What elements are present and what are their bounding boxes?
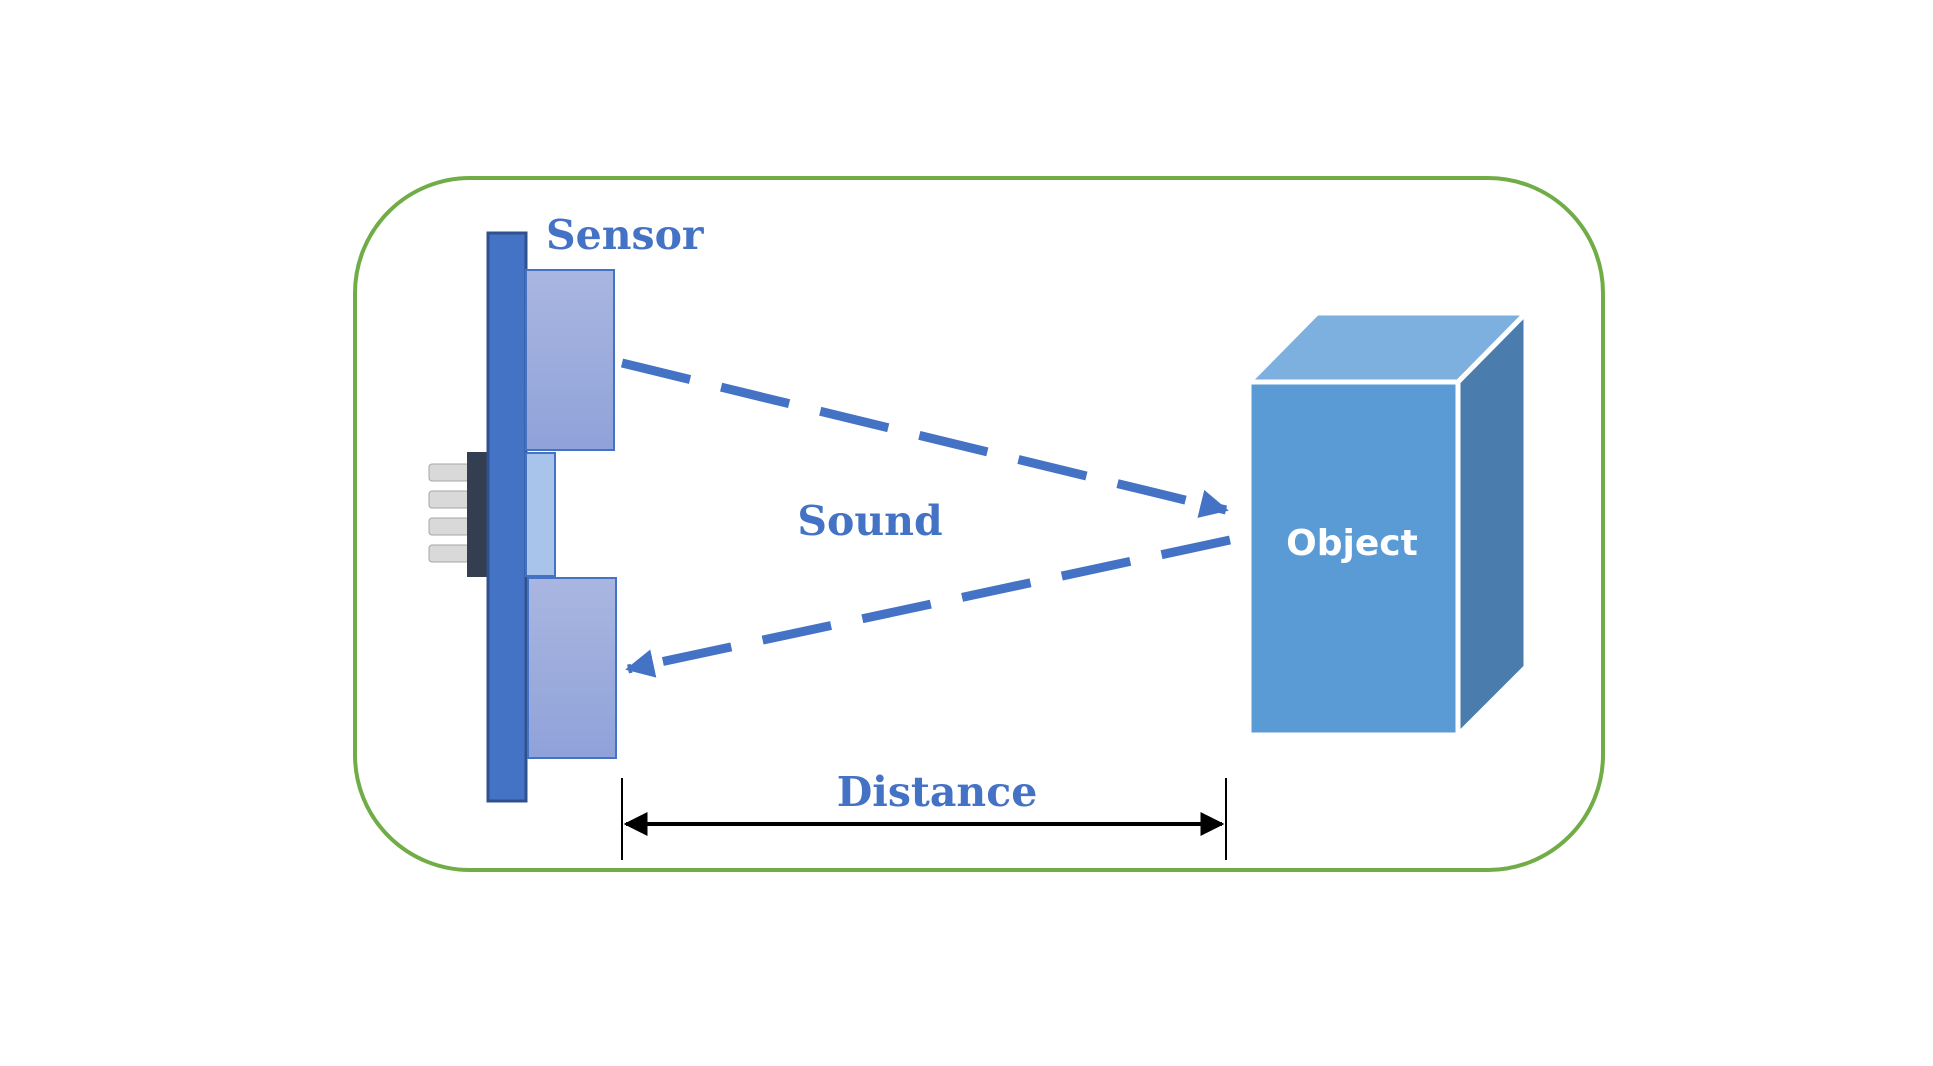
sensor-assembly [428, 231, 617, 803]
sensor-pin [428, 517, 470, 536]
sensor-label: Sensor [546, 211, 705, 259]
sound-label: Sound [797, 497, 942, 545]
sensor-connector [467, 452, 489, 577]
sound-path-return [625, 535, 1231, 678]
object-side-face [1455, 310, 1529, 738]
distance-dimension [621, 778, 1227, 860]
sensor-pins [428, 463, 470, 563]
distance-label: Distance [837, 768, 1038, 816]
sensor-oscillator [525, 452, 556, 577]
object-box [1246, 310, 1529, 738]
sensor-pin [428, 544, 470, 563]
object-label: Object [1286, 523, 1418, 564]
sensor-receiver [527, 577, 617, 759]
sensor-pin [428, 463, 470, 482]
sensor-pin [428, 490, 470, 509]
diagram-frame [353, 176, 1605, 872]
sound-path-outgoing [620, 358, 1229, 518]
sensor-transmitter [525, 269, 615, 451]
object-front-face [1246, 379, 1461, 738]
sensor-board [486, 231, 528, 803]
